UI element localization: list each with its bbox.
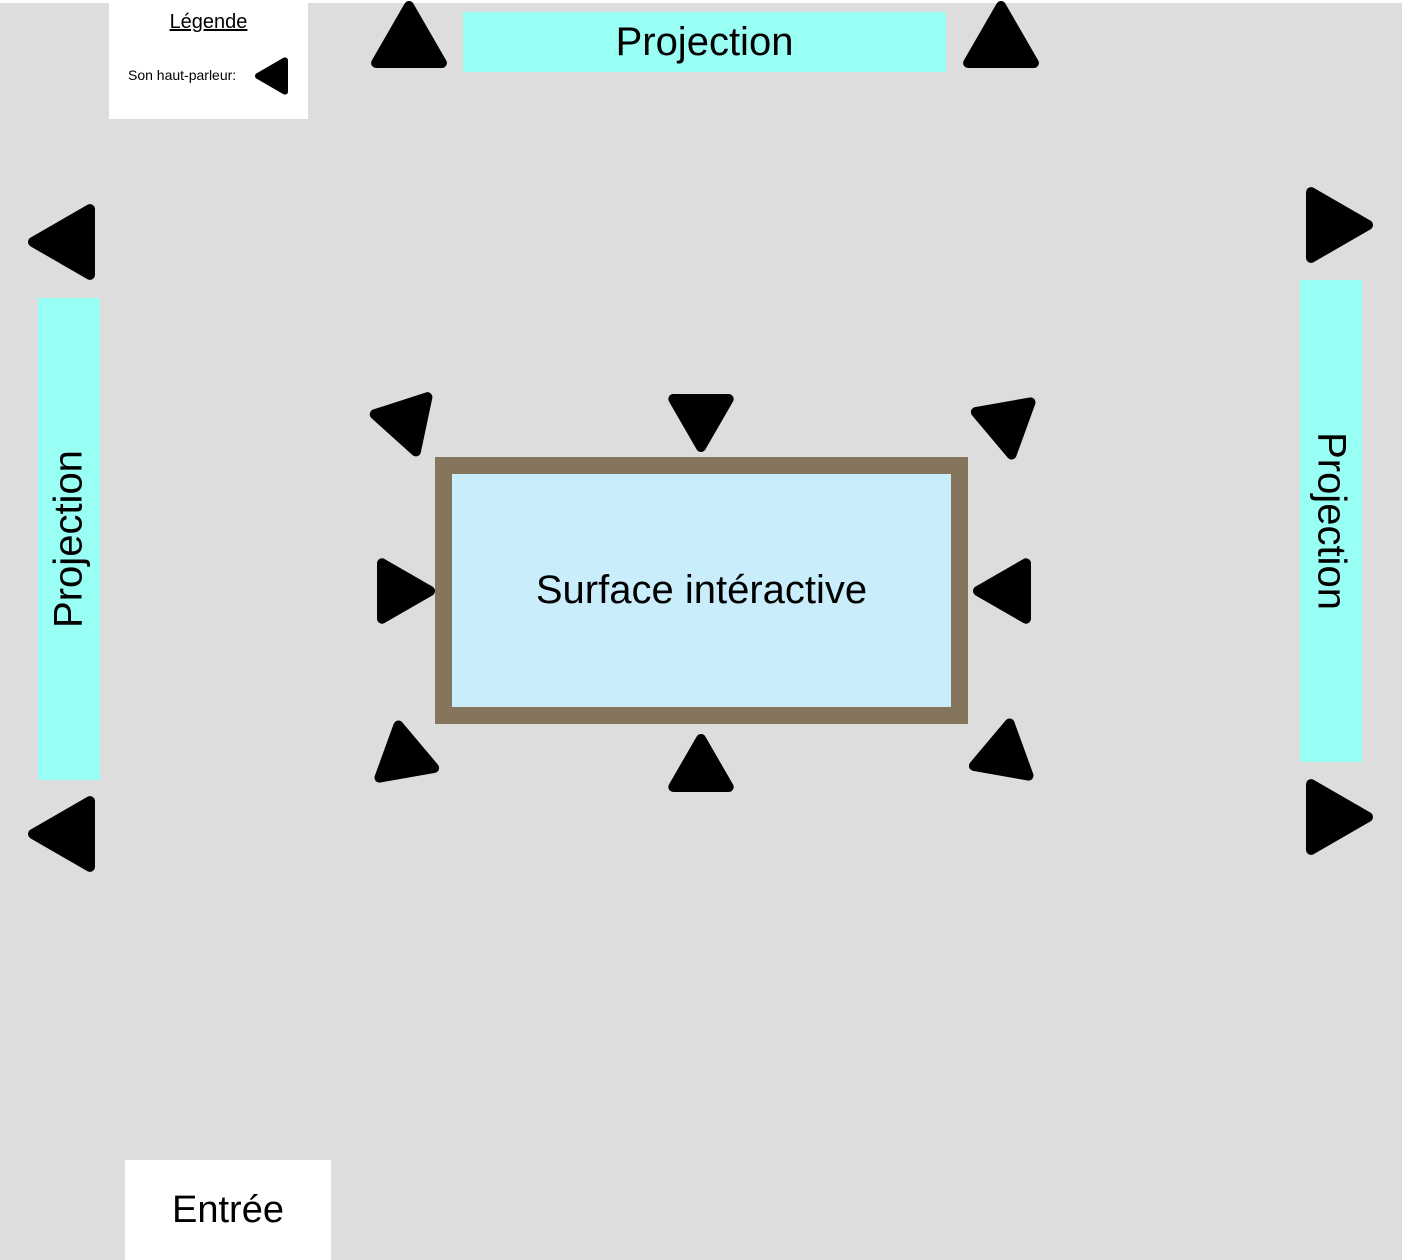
projection-label-top: Projection [615,19,794,64]
speaker-table-top-left-icon [369,392,433,457]
speaker-top-right-icon [963,1,1039,68]
speaker-table-top-icon [668,394,734,452]
entrance-label: Entrée [172,1188,284,1231]
legend-title: Légende [169,11,248,33]
speaker-left-upper-icon [28,204,95,280]
speaker-table-top-right-icon [970,397,1036,460]
speaker-left-lower-icon [28,796,95,872]
legend-speaker-label: Son haut-parleur: [128,67,237,83]
projection-screen-right: Projection [1300,280,1362,762]
interactive-surface-label: Surface intéractive [535,568,868,612]
legend-speaker-icon-icon [255,57,288,95]
speaker-top-left-icon [371,1,447,68]
speaker-right-upper-icon [1306,187,1373,263]
interactive-table: Surface intéractive [435,457,968,724]
entrance: Entrée [125,1160,331,1260]
speaker-table-bottom-left-icon [374,720,440,783]
speaker-table-bottom-right-icon [968,718,1034,781]
speaker-right-lower-icon [1306,779,1373,855]
legend: Légende Son haut-parleur: [109,3,308,119]
projection-screen-top: Projection [463,12,946,72]
speaker-table-right-icon [973,558,1031,624]
projection-screen-left: Projection [38,298,100,780]
speaker-table-bottom-icon [668,734,734,792]
speaker-table-left-icon [377,558,435,624]
